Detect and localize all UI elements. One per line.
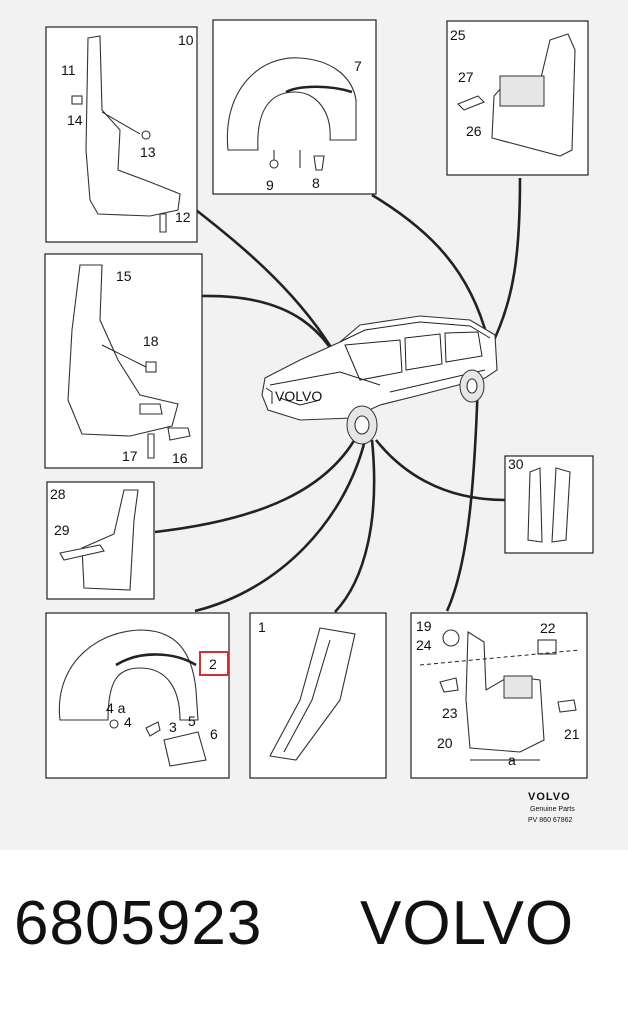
callout-8: 8 [312, 175, 320, 191]
callout-13: 13 [140, 144, 156, 160]
callout-28: 28 [50, 486, 66, 502]
panel-1: 1 [249, 612, 387, 779]
svg-text:VOLVO: VOLVO [275, 388, 322, 404]
callout-24: 24 [416, 637, 432, 653]
callout-4a: 4 a [106, 700, 126, 716]
callout-1: 1 [258, 619, 266, 635]
highlight-box[interactable] [199, 651, 229, 676]
callout-6: 6 [210, 726, 218, 742]
callout-29: 29 [54, 522, 70, 538]
callout-9: 9 [266, 177, 274, 193]
footer [0, 850, 628, 1018]
callout-7: 7 [354, 58, 362, 74]
callout-4: 4 [124, 714, 132, 730]
dimension-a: a [508, 752, 516, 768]
callout-25: 25 [450, 27, 466, 43]
brand-name: VOLVO [360, 889, 575, 958]
connector-lines [154, 177, 522, 613]
callout-27: 27 [458, 69, 474, 85]
callout-18: 18 [143, 333, 159, 349]
brand-code: PV 860 67862 [528, 817, 572, 824]
callout-12: 12 [175, 209, 191, 225]
callout-14: 14 [67, 112, 83, 128]
brand-subtitle: Genuine Parts [530, 806, 575, 813]
panel-25: 25 26 27 [446, 20, 589, 176]
panel-19: 19 20 21 22 23 24 a [410, 612, 588, 779]
diagram-canvas: VOLVO 10 11 12 13 14 7 8 9 25 26 27 [44, 19, 594, 824]
callout-3: 3 [169, 719, 177, 735]
callout-11: 11 [61, 62, 76, 78]
part-number: 6805923 [14, 889, 263, 958]
callout-15: 15 [116, 268, 132, 284]
panel-28: 28 29 [46, 481, 155, 600]
car-illustration: VOLVO [261, 315, 498, 445]
brand-logo: VOLVO [528, 791, 571, 803]
panel-10: 10 11 12 13 14 [45, 26, 198, 243]
callout-10: 10 [178, 32, 194, 48]
panel-15: 15 16 17 18 [44, 253, 203, 469]
callout-26: 26 [466, 123, 482, 139]
callout-5: 5 [188, 713, 196, 729]
callout-2[interactable]: 2 [209, 656, 217, 672]
panel-7: 7 8 9 [212, 19, 377, 195]
callout-21: 21 [564, 726, 580, 742]
callout-23: 23 [442, 705, 458, 721]
panel-30: 30 [504, 455, 594, 554]
callout-17: 17 [122, 448, 138, 464]
callout-19: 19 [416, 618, 432, 634]
callout-30: 30 [508, 456, 524, 472]
callout-22: 22 [540, 620, 556, 636]
callout-16: 16 [172, 450, 188, 466]
parts-diagram: VOLVO 10 11 12 13 14 7 8 9 25 26 27 [0, 0, 628, 850]
brand-block: VOLVO Genuine Parts PV 860 67862 [528, 791, 575, 824]
callout-20: 20 [437, 735, 453, 751]
panel-2: 2 3 4 4 a 5 6 [45, 612, 230, 779]
